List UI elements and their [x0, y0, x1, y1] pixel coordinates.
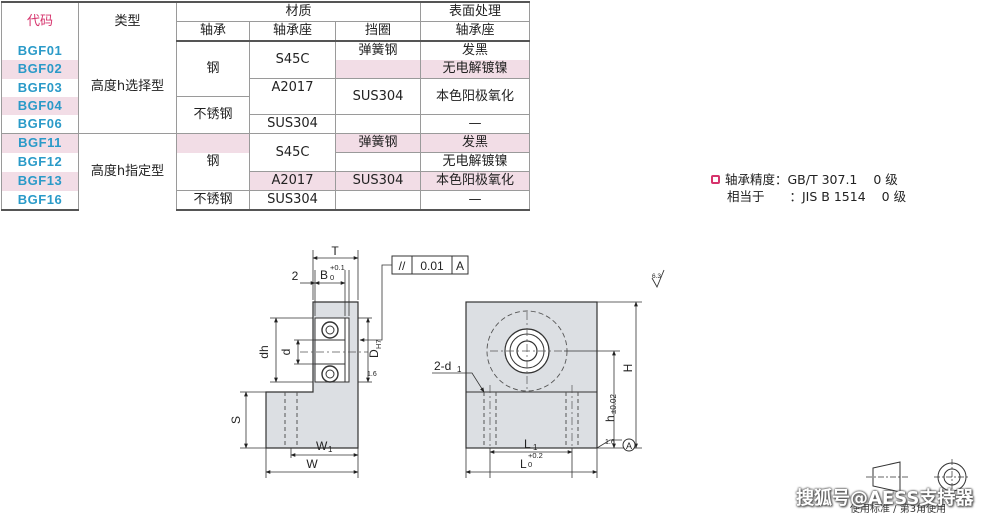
precision-value-2: 0 级: [881, 189, 907, 204]
code-cell: BGF03: [1, 78, 79, 97]
precision-note: 轴承精度：GB/T 307.1 0 级 相当于 ：JIS B 1514 0 级: [711, 171, 906, 205]
dim-d: d: [279, 349, 293, 356]
housing-cell: S45C: [249, 133, 336, 172]
parallelism-symbol: //: [399, 259, 406, 273]
dim-W: W: [306, 457, 318, 471]
surface-cell: —: [420, 114, 530, 134]
dim-2d1: 2-d: [434, 359, 451, 373]
housing-cell: S45C: [249, 41, 336, 79]
bearing-ball-top: [321, 321, 339, 339]
housing-cell: A2017: [249, 78, 336, 115]
code-cell: BGF02: [1, 60, 79, 79]
header-type: 类型: [78, 1, 177, 41]
dim-W1: W: [316, 439, 328, 453]
front-view: 2-d 1 h ±0.02 H A 1.6 L 1 L +0.2 0: [432, 301, 642, 478]
leader-line: [596, 439, 622, 449]
code-cell: BGF06: [1, 114, 79, 134]
leader-line: [359, 264, 392, 342]
front-view-body: [465, 301, 598, 449]
header-surface: 表面处理: [420, 1, 530, 22]
dim-L-tol: +0.2: [528, 451, 543, 460]
rough-1-6-side: 1.6: [367, 371, 377, 378]
precision-label-2: 相当于 ：JIS B 1514: [727, 189, 866, 204]
code-cell: BGF11: [1, 133, 79, 153]
dim-L1: L: [524, 437, 531, 451]
bearing-ball-inner: [325, 325, 335, 335]
dim-2d1-sub: 1: [457, 365, 462, 374]
dim-B: B: [320, 268, 328, 282]
code-cell: BGF13: [1, 171, 79, 191]
housing-cell: A2017: [249, 171, 336, 191]
surface-cell: 本色阳极氧化: [420, 78, 530, 115]
empty-cell: [335, 60, 421, 79]
dim-L1-sub: 1: [533, 443, 538, 452]
header-retainer: 挡圈: [335, 21, 421, 42]
bearing-cell: 钢: [176, 60, 250, 97]
dim-L-tol0: 0: [528, 460, 532, 469]
dim-D: D: [367, 349, 381, 358]
code-cell: BGF01: [1, 41, 79, 60]
roughness-symbol-icon: 6.3: [651, 269, 665, 289]
leader-line: [432, 372, 485, 393]
header-bearing: 轴承: [176, 21, 250, 42]
projection-note: 使用标准 / 第3角使用: [850, 504, 947, 515]
retainer-cell: 弹簧钢: [335, 41, 421, 60]
housing-cell: SUS304: [249, 114, 336, 134]
precision-row-2: 相当于 ：JIS B 1514 0 级: [711, 188, 906, 205]
bearing-cell: 不锈钢: [176, 96, 250, 134]
retainer-cell: SUS304: [335, 171, 421, 191]
surface-cell: 无电解镀镍: [420, 152, 530, 172]
dim-h: h: [603, 415, 617, 422]
header-surface-housing: 轴承座: [420, 21, 530, 42]
retainer-cell: 弹簧钢: [335, 133, 421, 153]
dim-h-tol: ±0.02: [609, 393, 618, 414]
surface-cell: 发黑: [420, 41, 530, 60]
rough-1-6-front: 1.6: [605, 439, 615, 446]
type-cell: 高度h选择型: [78, 41, 177, 134]
spec-table: 代码 类型 材质 表面处理 轴承 轴承座 挡圈 轴承座 BGF01 高度h选择型…: [1, 1, 530, 211]
surface-cell: 发黑: [420, 133, 530, 153]
type-cell: 高度h指定型: [78, 133, 177, 210]
header-code: 代码: [1, 1, 79, 41]
header-material: 材质: [176, 1, 421, 22]
datum-A: A: [626, 441, 632, 451]
code-cell: BGF04: [1, 96, 79, 115]
watermark: 搜狐号@AESS支持器: [796, 488, 974, 509]
dim-2: 2: [292, 269, 299, 283]
precision-value-1: 0 级: [873, 172, 898, 187]
retainer-cell: SUS304: [335, 78, 421, 115]
code-cell: BGF16: [1, 190, 79, 211]
dim-S: S: [229, 416, 243, 424]
dim-W1-sub: 1: [328, 445, 333, 454]
precision-label-1: 轴承精度：GB/T 307.1: [725, 172, 858, 187]
surface-cell: —: [420, 190, 530, 211]
dim-T: T: [331, 244, 339, 258]
datum-circle: [622, 438, 636, 452]
dim-dh: dh: [257, 345, 271, 358]
dim-L: L: [520, 457, 527, 471]
dim-B-tol: +0.1: [330, 263, 345, 272]
retaining-ring: [344, 317, 350, 383]
bearing-ball-inner: [325, 369, 335, 379]
parallelism-ref: A: [456, 259, 464, 273]
bullet-square-icon: [711, 175, 720, 184]
parallelism-value: 0.01: [420, 259, 444, 273]
dim-B-tol0: 0: [330, 273, 334, 282]
housing-cell: SUS304: [249, 190, 336, 211]
bearing-ball-bottom: [321, 365, 339, 383]
side-view: T 2 B +0.1 0 // 0.01 A dh d D H7: [229, 244, 469, 478]
dim-H: H: [621, 364, 635, 373]
code-cell: BGF12: [1, 152, 79, 172]
surface-cell: 本色阳极氧化: [420, 171, 530, 191]
rough-6-3: 6.3: [652, 273, 661, 280]
precision-row-1: 轴承精度：GB/T 307.1 0 级: [711, 171, 906, 188]
surface-cell: 无电解镀镍: [420, 60, 530, 79]
third-angle-projection-icon: [866, 459, 970, 495]
dim-D-sub: H7: [374, 339, 383, 349]
bearing-cell: 不锈钢: [176, 190, 250, 211]
